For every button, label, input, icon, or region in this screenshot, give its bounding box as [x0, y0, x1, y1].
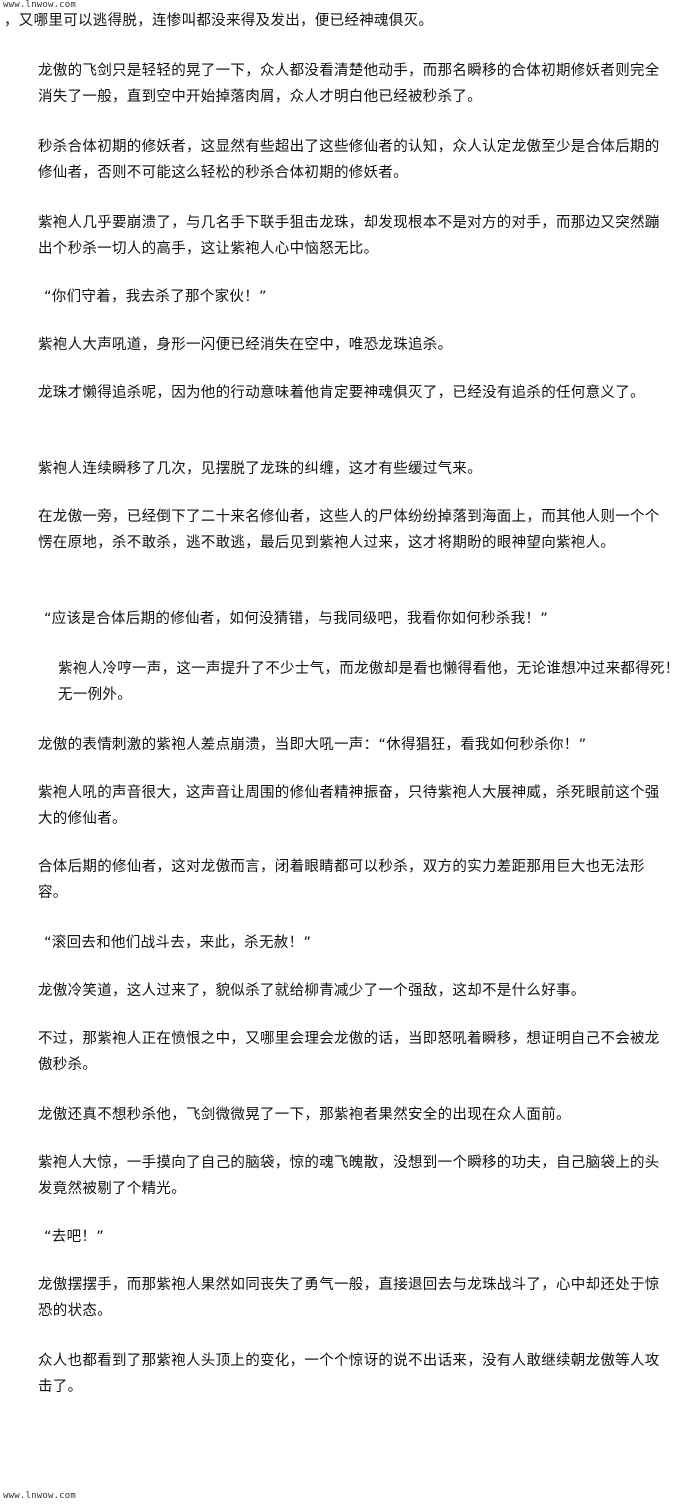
site-watermark-top: www.lnwow.com — [3, 0, 77, 10]
paragraph-11: 紫袍人冷哼一声，这一声提升了不少士气，而龙傲却是看也懒得看他，无论谁想冲过来都得… — [58, 661, 680, 703]
paragraph-19: 紫袍人大惊，一手摸向了自己的脑袋，惊的魂飞魄散，没想到一个瞬移的功夫，自己脑袋上… — [38, 1155, 660, 1197]
paragraph-14: 合体后期的修仙者，这对龙傲而言，闭着眼睛都可以秒杀，双方的实力差距那用巨大也无法… — [38, 859, 645, 901]
paragraph-5: “你们守着，我去杀了那个家伙！” — [44, 289, 267, 305]
paragraph-18: 龙傲还真不想秒杀他，飞剑微微晃了一下，那紫袍者果然安全的出现在众人面前。 — [38, 1107, 571, 1123]
paragraph-2: 龙傲的飞剑只是轻轻的晃了一下，众人都没看清楚他动手，而那名瞬移的合体初期修妖者则… — [38, 63, 660, 105]
site-watermark-bottom: www.lnwow.com — [3, 1491, 77, 1501]
paragraph-20: “去吧！” — [44, 1229, 105, 1245]
paragraph-6: 紫袍人大声吼道，身形一闪便已经消失在空中，唯恐龙珠追杀。 — [38, 337, 453, 353]
paragraph-1: ，又哪里可以逃得脱，连惨叫都没来得及发出，便已经神魂俱灭。 — [4, 13, 434, 29]
paragraph-15: “滚回去和他们战斗去，来此，杀无赦！” — [44, 935, 312, 951]
paragraph-10: “应该是合体后期的修仙者，如何没猜错，与我同级吧，我看你如何秒杀我！” — [44, 611, 549, 627]
paragraph-21: 龙傲摆摆手，而那紫袍人果然如同丧失了勇气一般，直接退回去与龙珠战斗了，心中却还处… — [38, 1277, 660, 1319]
paragraph-12: 龙傲的表情刺激的紫袍人差点崩溃，当即大吼一声：“休得猖狂，看我如何秒杀你！” — [38, 737, 587, 753]
paragraph-4: 紫袍人几乎要崩溃了，与几名手下联手狙击龙珠，却发现根本不是对方的对手，而那边又突… — [38, 215, 660, 257]
paragraph-8: 紫袍人连续瞬移了几次，见摆脱了龙珠的纠缠，这才有些缓过气来。 — [38, 461, 482, 477]
paragraph-13: 紫袍人吼的声音很大，这声音让周围的修仙者精神振奋，只待紫袍人大展神威，杀死眼前这… — [38, 785, 660, 827]
paragraph-3: 秒杀合体初期的修妖者，这显然有些超出了这些修仙者的认知，众人认定龙傲至少是合体后… — [38, 139, 660, 181]
paragraph-16: 龙傲冷笑道，这人过来了，貌似杀了就给柳青减少了一个强敌，这却不是什么好事。 — [38, 983, 586, 999]
paragraph-17: 不过，那紫袍人正在愤恨之中，又哪里会理会龙傲的话，当即怒吼着瞬移，想证明自己不会… — [38, 1031, 660, 1073]
paragraph-9: 在龙傲一旁，已经倒下了二十来名修仙者，这些人的尸体纷纷掉落到海面上，而其他人则一… — [38, 509, 660, 551]
paragraph-22: 众人也都看到了那紫袍人头顶上的变化，一个个惊讶的说不出话来，没有人敢继续朝龙傲等… — [38, 1353, 660, 1395]
paragraph-7: 龙珠才懒得追杀呢，因为他的行动意味着他肯定要神魂俱灭了，已经没有追杀的任何意义了… — [38, 385, 645, 401]
